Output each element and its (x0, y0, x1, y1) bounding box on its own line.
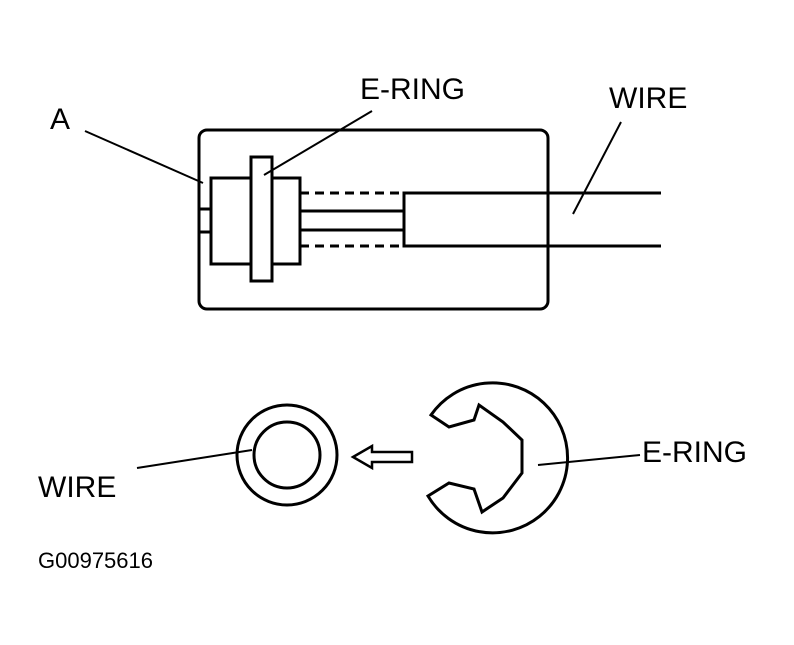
top-assembly (197, 128, 661, 311)
label-bottom-wire: WIRE (38, 471, 116, 504)
leader-top-wire (572, 121, 622, 215)
wire-cross-section (235, 403, 339, 507)
leader-a (84, 130, 204, 184)
top-leaders (84, 110, 622, 215)
label-bottom-ering: E-RING (642, 436, 747, 469)
bottom-leaders (136, 449, 641, 469)
leader-bottom-ering (537, 454, 641, 466)
e-ring-plate (249, 155, 274, 283)
wire-end (402, 191, 550, 248)
label-top-wire: WIRE (609, 82, 687, 115)
insert-arrow (350, 443, 414, 471)
figure-code: G00975616 (38, 548, 153, 573)
leader-top-ering (263, 110, 373, 176)
label-a: A (50, 103, 70, 136)
leader-bottom-wire (136, 449, 253, 469)
label-top-ering: E-RING (360, 73, 465, 106)
e-ring-shape (425, 381, 570, 535)
